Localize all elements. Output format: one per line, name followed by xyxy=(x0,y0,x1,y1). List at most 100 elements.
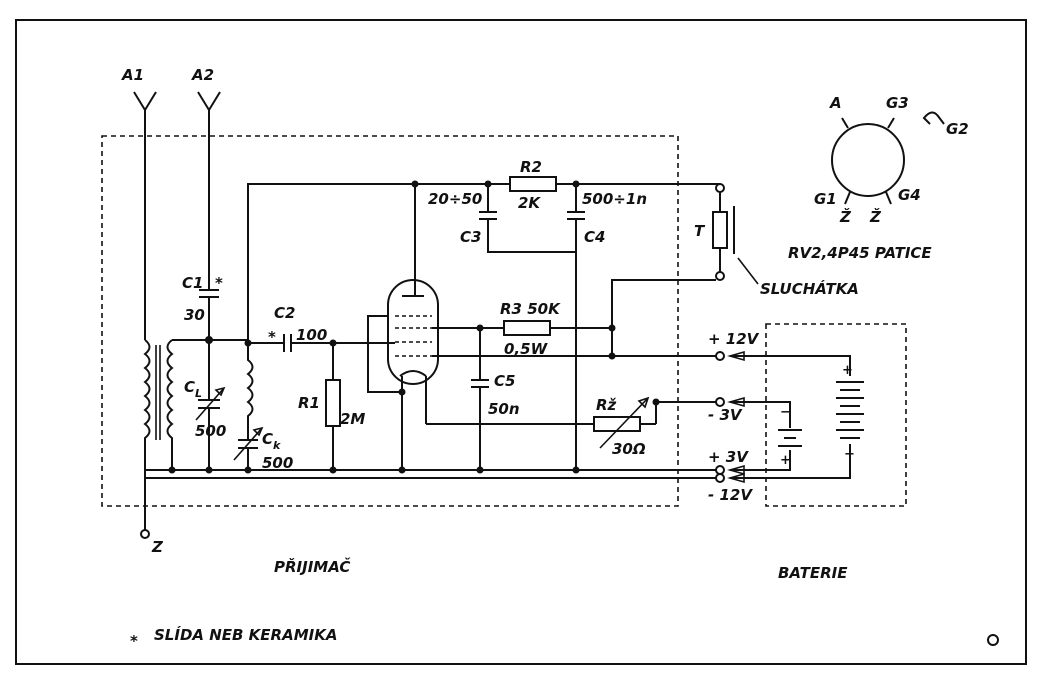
headphone-jack-icon xyxy=(712,183,735,281)
junction-c2 xyxy=(244,339,252,347)
label-battery: BATERIE xyxy=(778,564,848,582)
label-c1-value: 30 xyxy=(184,306,205,324)
svg-text:+: + xyxy=(842,363,853,378)
battery-3v-icon: − + xyxy=(778,405,802,468)
label-plus3: + 3V xyxy=(708,448,749,466)
label-c2: C2 xyxy=(274,304,295,322)
label-c4-value: 500÷1n xyxy=(582,190,647,208)
junction-rz xyxy=(652,398,660,406)
ground-terminal-icon xyxy=(140,529,150,539)
label-ck-value: 500 xyxy=(262,454,293,472)
plug-arrow-plus12 xyxy=(727,350,745,362)
tube-socket-pinout-icon xyxy=(831,111,945,205)
label-c5: C5 xyxy=(494,372,515,390)
pin-g3: G3 xyxy=(886,94,909,112)
ck-variable-capacitor-icon xyxy=(233,426,264,470)
junction-g4 xyxy=(398,466,406,474)
r1-resistor-icon xyxy=(325,343,341,470)
c5-capacitor-icon xyxy=(471,328,489,470)
pin-z2: Ž xyxy=(869,207,882,226)
wire-g3-cathode xyxy=(367,315,402,393)
page-border xyxy=(15,19,1027,665)
label-r3: R3 50K xyxy=(500,300,561,318)
svg-text:−: − xyxy=(780,405,791,420)
label-receiver: PŘIJIMAČ xyxy=(274,556,350,576)
terminals xyxy=(715,351,725,483)
label-c4: C4 xyxy=(584,228,605,246)
pin-z1: Ž xyxy=(839,207,852,226)
label-a1: A1 xyxy=(121,66,144,84)
c2-mica-marker: * xyxy=(268,328,276,346)
label-t: T xyxy=(694,222,706,240)
label-ck: Ck xyxy=(262,430,281,452)
wire-to-top-rail xyxy=(247,183,415,340)
c1-capacitor-icon xyxy=(199,289,219,340)
pin-a: A xyxy=(829,94,842,112)
label-cl-value: 500 xyxy=(195,422,226,440)
junction-g1 xyxy=(205,466,213,474)
junction-r1 xyxy=(329,339,337,347)
wire-batt-minus12 xyxy=(730,444,851,479)
svg-text:+: + xyxy=(780,453,791,468)
c3-capacitor-icon xyxy=(479,184,576,253)
svg-text:−: − xyxy=(844,447,855,462)
antenna-a1-icon xyxy=(133,91,157,340)
tuning-coil-icon xyxy=(209,339,254,440)
wire-batt-plus3 xyxy=(730,450,791,471)
corner-circle-icon xyxy=(987,634,999,646)
battery-box xyxy=(765,323,907,507)
junction-g5 xyxy=(476,466,484,474)
junction-g0 xyxy=(168,466,176,474)
junction-cathode xyxy=(398,388,406,396)
label-a2: A2 xyxy=(191,66,214,84)
footnote-text: SLÍDA NEB KERAMIKA xyxy=(154,625,337,644)
pin-g2: G2 xyxy=(946,120,969,138)
label-cl: CL xyxy=(184,378,202,400)
label-minus3: - 3V xyxy=(708,406,743,424)
pin-g1: G1 xyxy=(814,190,837,208)
junction-g3 xyxy=(329,466,337,474)
label-tube-socket: RV2,4P45 PATICE xyxy=(788,244,932,262)
plug-arrow-minus12 xyxy=(727,472,745,484)
r2-resistor-icon xyxy=(509,176,557,192)
wire-jack-return xyxy=(611,279,716,328)
label-r2: R2 xyxy=(520,158,542,176)
antenna-coil-icon xyxy=(143,339,209,530)
r3-resistor-icon xyxy=(432,320,612,336)
wire-batt-plus12 xyxy=(730,355,851,376)
rz-rheostat-icon xyxy=(426,396,716,449)
label-c3-value: 20÷50 xyxy=(428,190,482,208)
c2-capacitor-icon xyxy=(248,334,395,352)
label-c2-value: 100 xyxy=(296,326,327,344)
plug-arrow-minus3 xyxy=(727,396,745,408)
plug-arrow-plus3 xyxy=(727,464,745,476)
pentode-tube-icon xyxy=(387,184,439,470)
wire-batt-minus3 xyxy=(730,401,791,428)
label-ground: Z xyxy=(151,538,164,556)
label-plus12: + 12V xyxy=(708,330,760,348)
c4-capacitor-icon xyxy=(567,184,585,470)
junction-c5 xyxy=(476,324,484,332)
label-rz: Rž xyxy=(596,396,617,414)
label-r2-value: 2K xyxy=(518,194,541,212)
label-r3-value: 0,5W xyxy=(504,340,549,358)
pin-g4: G4 xyxy=(898,186,921,204)
label-c3: C3 xyxy=(460,228,481,246)
label-c1: C1 xyxy=(182,274,203,292)
junction-g2 xyxy=(244,466,252,474)
antenna-a2-icon xyxy=(197,91,221,290)
footnote-marker: * xyxy=(130,632,138,650)
label-r1: R1 xyxy=(298,394,320,412)
label-c5-value: 50n xyxy=(488,400,520,418)
cl-variable-capacitor-icon xyxy=(195,340,226,470)
label-headphones: SLUCHÁTKA xyxy=(760,279,859,298)
battery-12v-icon: + − xyxy=(836,363,864,462)
headphones-pointer xyxy=(737,257,759,285)
receiver-box xyxy=(101,135,679,507)
label-minus12: - 12V xyxy=(708,486,753,504)
label-r1-value: 2M xyxy=(340,410,365,428)
label-rz-value: 30Ω xyxy=(612,440,646,458)
c1-mica-marker: * xyxy=(215,274,223,292)
junction-g6 xyxy=(572,466,580,474)
